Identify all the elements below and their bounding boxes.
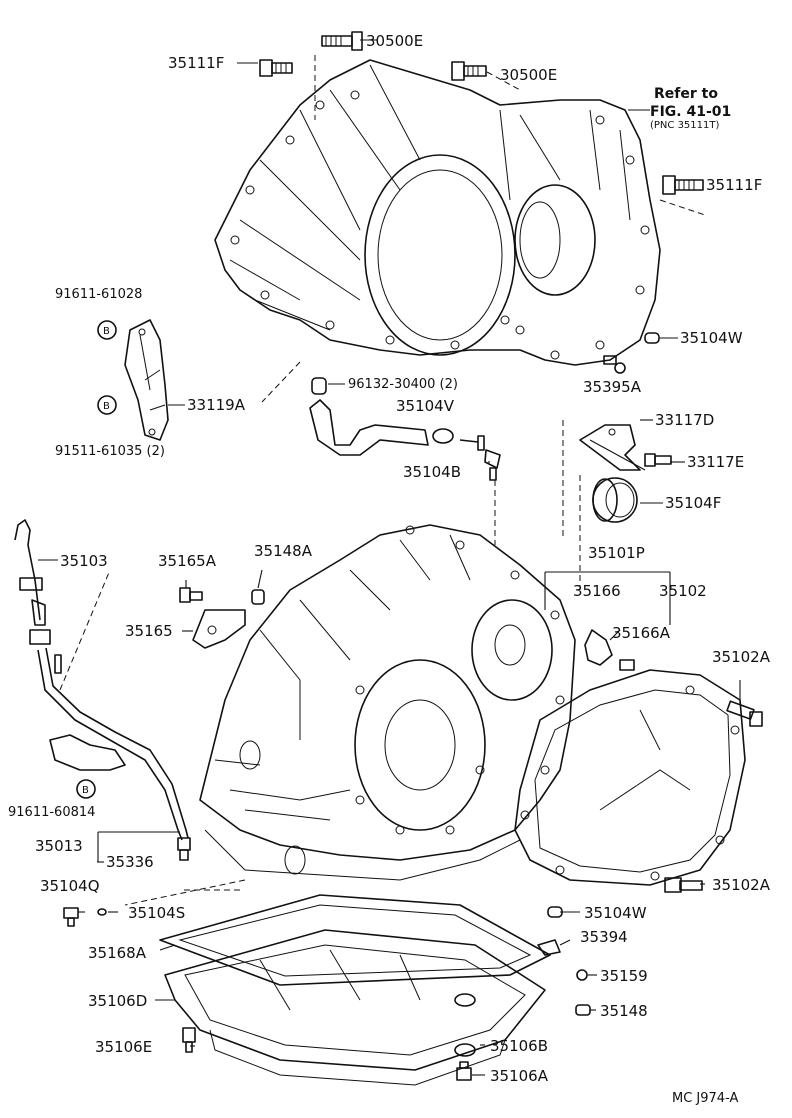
label-35106a: 35106A xyxy=(490,1067,549,1085)
cover-35166 xyxy=(584,629,613,666)
bolt-33117e xyxy=(644,453,672,467)
label-35165a: 35165A xyxy=(158,552,217,570)
gasket-35106b xyxy=(454,1043,476,1057)
label-35101p: 35101P xyxy=(588,544,645,562)
label-30500e-mid: 30500E xyxy=(500,66,557,84)
label-35106b: 35106B xyxy=(490,1037,548,1055)
seal-35104f xyxy=(579,475,638,590)
bolt-35102a-low xyxy=(664,877,703,893)
label-35104w-top: 35104W xyxy=(680,329,743,347)
plug-35148a xyxy=(251,589,265,605)
part-labels: 30500E 35111F 30500E Refer to FIG. 41-01… xyxy=(8,32,771,1106)
bolt-35111f-right xyxy=(659,175,706,216)
label-35159: 35159 xyxy=(600,967,648,985)
label-35106e: 35106E xyxy=(95,1038,152,1056)
label-35102a-top: 35102A xyxy=(712,648,771,666)
oil-pan-35106d xyxy=(155,929,546,1086)
label-35111f-top: 35111F xyxy=(168,54,224,72)
bracket-33117d xyxy=(562,420,646,540)
bolt-35165a xyxy=(179,587,203,603)
part-35394 xyxy=(537,939,561,956)
refer-to-text: Refer to xyxy=(654,86,718,102)
label-96132-30400: 96132-30400 (2) xyxy=(348,377,458,392)
label-35395a: 35395A xyxy=(583,378,642,396)
label-35166: 35166 xyxy=(573,582,621,600)
label-33117d: 33117D xyxy=(655,411,714,429)
label-35394: 35394 xyxy=(580,928,628,946)
label-91511-61035: 91511-61035 (2) xyxy=(55,444,165,459)
label-35165: 35165 xyxy=(125,622,173,640)
bracket-33119a xyxy=(124,319,185,441)
label-35104b: 35104B xyxy=(403,463,461,481)
pin-35104w-top xyxy=(644,332,678,344)
part-35148 xyxy=(575,1004,591,1016)
label-30500e-top: 30500E xyxy=(366,32,423,50)
plug-35106a xyxy=(456,1061,472,1081)
cover-35102 xyxy=(514,571,746,886)
case-bolt-holes xyxy=(355,525,565,835)
part-35159 xyxy=(576,969,597,981)
label-33119a: 33119A xyxy=(187,396,246,414)
bolt-35111f-top xyxy=(237,59,293,77)
plug-35395a xyxy=(603,355,626,374)
label-35103: 35103 xyxy=(60,552,108,570)
label-35166a: 35166A xyxy=(612,624,671,642)
gasket-35168a xyxy=(159,894,551,986)
plate-35165 xyxy=(192,609,246,649)
b-callout-low-letter: B xyxy=(82,785,89,796)
label-35102a-low: 35102A xyxy=(712,876,771,894)
bolt-35106e xyxy=(182,1027,196,1053)
hose-35104v xyxy=(261,361,501,481)
refer-fig-text: FIG. 41-01 xyxy=(650,104,731,120)
label-35102: 35102 xyxy=(659,582,707,600)
label-35104s: 35104S xyxy=(128,904,185,922)
bolt-35104q xyxy=(63,907,79,927)
footer-diagram-code: MC J974-A xyxy=(672,1091,738,1106)
label-35104q: 35104Q xyxy=(40,877,100,895)
label-35168a: 35168A xyxy=(88,944,147,962)
transaxle-case xyxy=(124,480,576,906)
label-91611-61028: 91611-61028 xyxy=(55,287,142,302)
label-35148: 35148 xyxy=(600,1002,648,1020)
pin-35104w-low xyxy=(547,906,563,918)
leader-lines xyxy=(78,383,705,1076)
label-35336: 35336 xyxy=(106,853,154,871)
label-35104f: 35104F xyxy=(665,494,721,512)
bolt-30500e-top xyxy=(314,31,378,120)
tube-35013 xyxy=(37,647,191,862)
label-35104v: 35104V xyxy=(396,397,455,415)
bolt-35166a xyxy=(619,659,635,671)
bolt-30500e-mid xyxy=(451,61,521,91)
label-35013: 35013 xyxy=(35,837,83,855)
transaxle-housing xyxy=(214,59,661,366)
bolt-35102a-top xyxy=(726,680,763,727)
ring-35104s xyxy=(97,908,107,916)
label-35111f-right: 35111F xyxy=(706,176,762,194)
label-35104w-low: 35104W xyxy=(584,904,647,922)
b-callout-top-letter: B xyxy=(103,326,110,337)
label-33117e: 33117E xyxy=(687,453,744,471)
b-callout-mid-letter: B xyxy=(103,401,110,412)
refer-pnc-text: (PNC 35111T) xyxy=(650,120,719,131)
housing-bolt-holes xyxy=(230,90,650,360)
b-callout-tube xyxy=(76,779,96,799)
label-91611-60814: 91611-60814 xyxy=(8,805,95,820)
label-35106d: 35106D xyxy=(88,992,147,1010)
dipstick-35103 xyxy=(14,519,111,691)
label-35148a: 35148A xyxy=(254,542,313,560)
b-callouts-bracket xyxy=(97,320,117,415)
